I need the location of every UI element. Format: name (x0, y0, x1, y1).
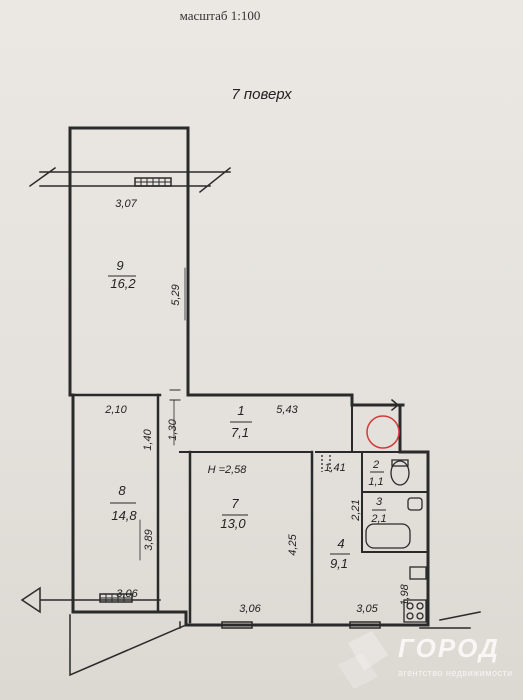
stove-icon (403, 599, 427, 623)
room4-number: 4 (337, 536, 344, 551)
outer-wall-bottom (71, 610, 430, 627)
room7-area: 13,0 (220, 516, 246, 531)
dim-room7-depth: 4,25 (287, 533, 299, 555)
room9-number: 9 (116, 258, 123, 273)
room7-number: 7 (231, 496, 239, 511)
window-bottom-mid (221, 621, 253, 629)
dim-bottom-balcony: 3,06 (116, 588, 138, 600)
dim-kitchen-side: 1,98 (399, 583, 411, 605)
dim-top-balcony: 3,07 (115, 198, 137, 210)
dim-hall-length: 5,43 (276, 404, 298, 416)
watermark-name: ГОРОД (398, 633, 500, 663)
room3-number: 3 (376, 496, 383, 508)
dim-room7-width: 3,06 (239, 603, 261, 615)
dim-bath-depth: 2,21 (350, 499, 362, 521)
scale-label: масштаб 1:100 (179, 8, 261, 23)
room8-area: 14,8 (111, 508, 137, 523)
outer-wall-right (350, 403, 430, 627)
sink-icon (407, 497, 423, 511)
wall-bath (361, 451, 429, 553)
room9-area: 16,2 (110, 276, 136, 291)
toilet-icon (390, 460, 410, 486)
dim-room8-width: 2,10 (104, 404, 127, 416)
outer-wall-room9 (68, 126, 354, 407)
balcony-top-line (28, 166, 232, 194)
room2-area: 1,1 (368, 476, 383, 488)
watermark-logo-icon (338, 631, 388, 689)
dim-room8-depth: 3,89 (143, 529, 155, 550)
room1-area: 7,1 (231, 425, 249, 440)
dim-kitchen-width: 3,05 (356, 603, 378, 615)
room4-area: 9,1 (330, 556, 348, 571)
floor-label: 7 поверх (231, 86, 292, 103)
dim-hall-depth: 1,30 (167, 418, 179, 440)
room1-number: 1 (237, 403, 244, 418)
window-bottom-right (349, 621, 381, 629)
ceiling-height: H =2,58 (208, 464, 248, 476)
room3-area: 2,1 (370, 513, 386, 525)
balcony-bottom-line (20, 586, 161, 614)
marker-circle (366, 415, 400, 449)
kitchen-sink-icon (409, 566, 427, 580)
dim-room9-depth: 5,29 (170, 284, 182, 305)
dim-room8-upper: 1,40 (142, 428, 154, 450)
room2-number: 2 (372, 459, 379, 471)
outer-wall-left (68, 126, 75, 612)
dim-wc-width: 1,41 (324, 462, 345, 474)
bathtub-icon (365, 523, 411, 549)
room8-number: 8 (118, 483, 126, 498)
entrance-arrow (351, 398, 401, 412)
watermark-tagline: агентство недвижимости (398, 668, 513, 678)
